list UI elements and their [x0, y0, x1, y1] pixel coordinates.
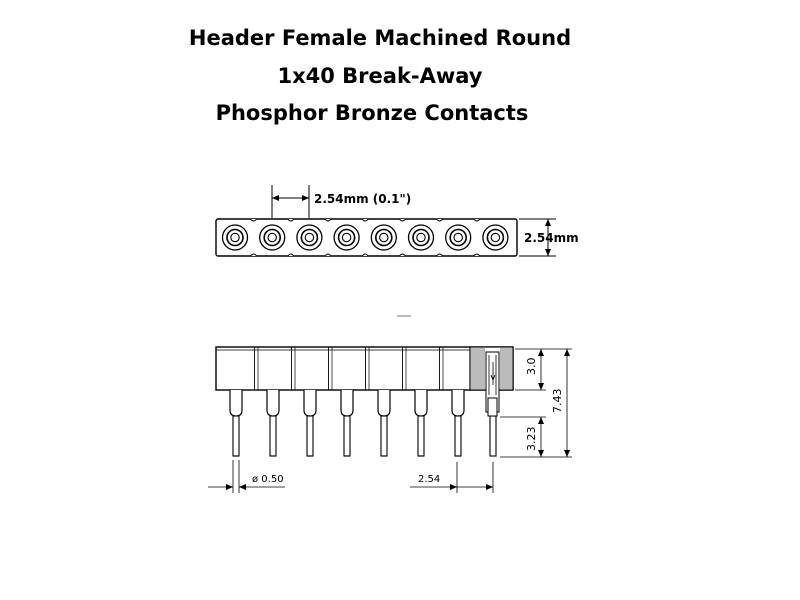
- bottom-notch: [324, 253, 332, 257]
- hole-center: [341, 232, 352, 243]
- title-line-3: Phosphor Bronze Contacts: [215, 101, 529, 125]
- bottom-notch: [399, 253, 406, 257]
- side-view-body: [215, 346, 514, 391]
- width-arrow-top: [545, 219, 551, 226]
- hole-outer-ring: [221, 224, 249, 251]
- top-notch: [250, 218, 257, 222]
- hole-outer-ring: [407, 224, 435, 251]
- hole-inner-ring: [486, 228, 505, 247]
- hole-outer-ring: [333, 224, 360, 251]
- top-notch: [436, 218, 443, 222]
- top-view: 2.54mm (0.1") 2.54mm: [215, 185, 579, 257]
- hole-inner-ring: [263, 228, 282, 247]
- pin-collar: [451, 390, 465, 417]
- tail-length-arrow-bottom: [538, 450, 544, 457]
- pitch-label: 2.54mm (0.1"): [314, 192, 411, 206]
- title-line-2: 1x40 Break-Away: [277, 64, 483, 88]
- pin-collar: [229, 390, 243, 417]
- width-label: 2.54mm: [524, 231, 579, 245]
- hole-inner-ring: [412, 228, 430, 247]
- body-height-label: 3.0: [525, 358, 538, 376]
- diameter-arrow-right: [239, 484, 246, 490]
- hole-outer-ring: [296, 224, 323, 251]
- hole-outer-ring: [445, 224, 472, 251]
- pin-collar: [266, 390, 280, 417]
- pin-tail: [489, 415, 497, 457]
- hole-center: [379, 232, 389, 243]
- bottom-notch: [361, 253, 369, 257]
- pitch-arrow-left: [272, 195, 279, 201]
- side-pitch-arrow-left: [450, 484, 457, 490]
- top-notch: [361, 218, 369, 222]
- diameter-arrow-left: [226, 484, 233, 490]
- pin-tail: [306, 415, 314, 457]
- top-notch: [399, 218, 406, 222]
- hole-center: [490, 232, 501, 243]
- pin-collar: [340, 390, 354, 417]
- hole-center: [304, 232, 315, 243]
- bottom-notch: [250, 253, 257, 257]
- hole-center: [416, 232, 426, 243]
- hole-center: [267, 232, 277, 243]
- hole-center: [453, 232, 463, 243]
- side-pitch-label: 2.54: [418, 474, 440, 485]
- pin-collar: [414, 390, 428, 417]
- hole-outer-ring: [482, 224, 509, 251]
- bottom-notch: [436, 253, 443, 257]
- hole-outer-ring: [370, 224, 397, 251]
- pin-collar: [303, 390, 317, 417]
- top-view-holes: [221, 218, 509, 257]
- body-height-arrow-bottom: [538, 383, 544, 390]
- top-notch: [287, 218, 295, 222]
- top-notch: [473, 218, 481, 222]
- bottom-notch: [473, 253, 481, 257]
- cross-section-contact-spring: [490, 362, 496, 385]
- hole-inner-ring: [449, 228, 468, 247]
- cross-section-hatch-left: [471, 348, 485, 389]
- title-line-1: Header Female Machined Round: [188, 26, 572, 50]
- pitch-arrow-right: [302, 195, 309, 201]
- cross-section: [469, 346, 514, 417]
- total-height-label: 7.43: [551, 389, 564, 414]
- hole-outer-ring: [259, 224, 286, 251]
- pin-tail: [417, 415, 425, 457]
- hole-inner-ring: [300, 228, 319, 247]
- bottom-notch: [287, 253, 295, 257]
- pin-tail: [269, 415, 277, 457]
- top-notch: [324, 218, 332, 222]
- hole-inner-ring: [337, 228, 356, 247]
- side-pitch-arrow-right: [486, 484, 493, 490]
- side-view: 3.0 3.23 7.43 ø 0.50 2.54: [208, 346, 572, 493]
- hole-center: [230, 232, 240, 243]
- hole-inner-ring: [226, 228, 244, 247]
- cross-section-tail-collar: [487, 397, 498, 417]
- pin-collar: [377, 390, 391, 417]
- pin-tail: [343, 415, 351, 457]
- tail-length-arrow-top: [538, 417, 544, 424]
- body-height-arrow-top: [538, 349, 544, 356]
- hole-inner-ring: [374, 228, 393, 247]
- pin-tail: [380, 415, 388, 457]
- top-view-body: [215, 218, 518, 257]
- pin-tail: [232, 415, 240, 457]
- tail-length-label: 3.23: [525, 427, 538, 452]
- pin-tail: [454, 415, 462, 457]
- pin-diameter-label: ø 0.50: [252, 474, 284, 485]
- cross-section-hatch-right: [500, 348, 512, 389]
- side-view-pins: [229, 347, 497, 457]
- width-arrow-bottom: [545, 249, 551, 256]
- total-height-arrow-top: [564, 349, 570, 356]
- total-height-arrow-bottom: [564, 450, 570, 457]
